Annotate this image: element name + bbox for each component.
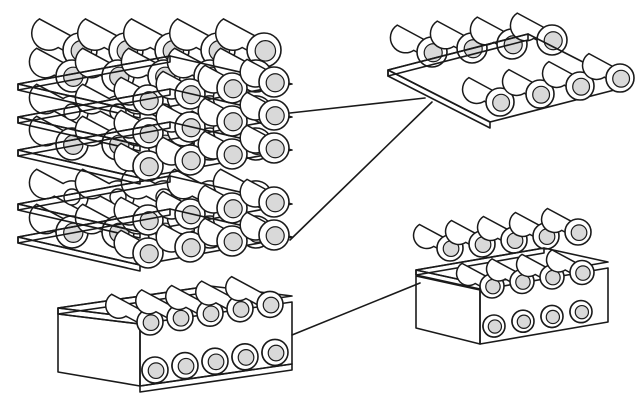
wine-bottle-icon	[171, 351, 199, 380]
wine-bottle-icon	[105, 293, 164, 336]
bottle-punt	[139, 157, 159, 177]
bottle-punt	[487, 319, 503, 334]
bottle-punt	[223, 232, 243, 252]
bottle-punt	[254, 40, 277, 62]
bottle-punt	[265, 106, 285, 126]
wine-bottle-icon	[135, 289, 194, 332]
wine-bottle-icon	[511, 309, 535, 334]
bottle-punt	[265, 73, 285, 93]
wine-bottle-icon	[482, 314, 506, 338]
shelf-side	[17, 175, 171, 211]
bottle-punt	[237, 349, 255, 366]
bottle-punt	[177, 357, 195, 375]
bottle-punt	[139, 244, 159, 264]
shelf-side	[17, 55, 171, 91]
wine-bottle-icon	[197, 130, 248, 170]
wine-bottle-icon	[261, 338, 289, 367]
bottle-punt	[147, 362, 165, 380]
bottle-punt	[223, 145, 243, 165]
bottle-punt	[142, 314, 160, 332]
bottle-punt	[172, 309, 190, 327]
wine-bottle-icon	[231, 342, 259, 371]
wine-bottle-icon	[540, 304, 564, 329]
bottle-punt	[181, 85, 201, 105]
bottle-punt	[181, 118, 201, 138]
wine-bottle-icon	[444, 219, 496, 258]
detail-shelf-top	[387, 12, 635, 129]
bottle-punt	[232, 301, 250, 318]
bottle-punt	[223, 112, 243, 132]
bottle-punt	[181, 151, 201, 171]
bottle-punt	[265, 193, 285, 213]
wine-bottle-icon	[239, 178, 290, 218]
shelf-side	[415, 247, 545, 276]
bottle-punt	[516, 314, 532, 329]
bottle-punt	[575, 265, 591, 281]
shelf-side	[17, 121, 171, 157]
wine-bottle-icon	[225, 275, 284, 319]
bottle-punt	[267, 344, 285, 362]
wine-bottle-icon	[501, 68, 555, 109]
wine-bottle-icon	[569, 299, 593, 324]
wine-bottle-icon	[239, 124, 290, 164]
wine-bottle-icon	[545, 248, 595, 286]
wine-bottle-icon	[214, 18, 282, 68]
shelf-rack-icon	[17, 208, 293, 272]
bottle-punt	[545, 309, 561, 325]
wine-bottle-icon	[197, 184, 248, 224]
bottle-punt	[572, 77, 591, 96]
drawer-front	[479, 267, 609, 345]
bottle-punt	[181, 238, 201, 258]
wine-bottle-icon	[461, 76, 515, 117]
wine-bottle-icon	[197, 97, 248, 137]
bottle-punt	[570, 224, 588, 242]
wine-bottle-icon	[581, 52, 635, 93]
wine-bottle-icon	[113, 142, 164, 182]
bottle-punt	[574, 304, 590, 320]
bottle-punt	[532, 85, 551, 104]
bottle-punt	[492, 93, 511, 112]
drawer-side	[57, 313, 141, 387]
bottle-punt	[265, 139, 285, 159]
bottle-punt	[63, 66, 84, 88]
bottle-punt	[223, 199, 243, 219]
wine-bottle-icon	[239, 211, 290, 251]
shelf-side	[17, 88, 171, 124]
wine-bottle-icon	[239, 91, 290, 131]
leader-line	[291, 282, 421, 336]
bottle-punt	[202, 305, 220, 323]
bottle-punt	[207, 353, 225, 371]
wine-bottle-icon	[508, 211, 560, 250]
shelf-rack-icon	[17, 121, 293, 185]
detail-shelf-bottom	[412, 207, 609, 345]
leader-line	[289, 97, 426, 114]
bottle-punt	[181, 205, 201, 225]
leader-lines	[289, 97, 433, 336]
wine-bottle-icon	[155, 223, 206, 263]
bottle-punt	[223, 79, 243, 99]
shelf-side	[387, 33, 529, 77]
wine-bottle-icon	[141, 356, 169, 384]
leader-line	[289, 101, 433, 241]
wine-bottle-icon	[197, 64, 248, 104]
shelf-side	[17, 208, 171, 244]
bottle-punt	[262, 296, 280, 314]
bottle-punt	[612, 69, 631, 88]
wine-bottle-icon	[515, 253, 565, 290]
wine-bottle-icon	[541, 60, 595, 101]
bottle-punt	[265, 226, 285, 246]
wine-bottle-icon	[165, 284, 224, 328]
wine-bottle-icon	[239, 58, 290, 98]
drawer-base	[139, 363, 293, 393]
wine-bottle-icon	[201, 347, 229, 376]
wine-bottle-icon	[155, 136, 206, 176]
wine-bottle-icon	[197, 217, 248, 257]
main-rack-tower	[17, 18, 293, 393]
wine-bottle-icon	[113, 229, 164, 269]
bottle-punt	[503, 35, 523, 55]
wine-bottle-icon	[540, 207, 592, 246]
wine-bottle-icon	[469, 16, 528, 60]
